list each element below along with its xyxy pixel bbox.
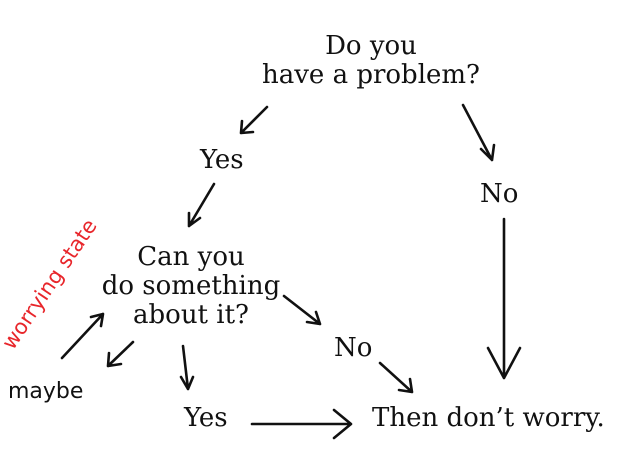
arrow-yes-to-outcome [250, 408, 353, 440]
arrow-problem-to-yes [239, 105, 269, 135]
arrow-nomid-to-outcome [378, 361, 414, 394]
node-can-you-do-something: Can you do something about it? [96, 243, 286, 330]
node-yes-top: Yes [200, 145, 244, 175]
node-line: have a problem? [261, 60, 481, 90]
node-have-a-problem: Do you have a problem? [256, 32, 486, 90]
node-maybe: maybe [8, 379, 84, 404]
node-no-right: No [480, 179, 519, 209]
arrow-action-to-maybe [106, 340, 135, 368]
node-line: Can you [137, 242, 245, 272]
node-line: Do you [325, 31, 417, 61]
node-line: do something [101, 271, 281, 301]
node-line: about it? [133, 300, 249, 330]
arrow-yes-to-action [187, 182, 216, 228]
arrow-no-to-outcome [486, 217, 522, 380]
node-then-dont-worry: Then don’t worry. [372, 403, 605, 433]
arrow-action-to-yes [179, 344, 195, 391]
node-yes-bottom: Yes [184, 403, 228, 433]
arrow-action-to-no [282, 294, 322, 326]
node-no-middle: No [334, 333, 373, 363]
arrow-maybe-to-action [60, 312, 105, 360]
arrow-problem-to-no [461, 103, 496, 162]
